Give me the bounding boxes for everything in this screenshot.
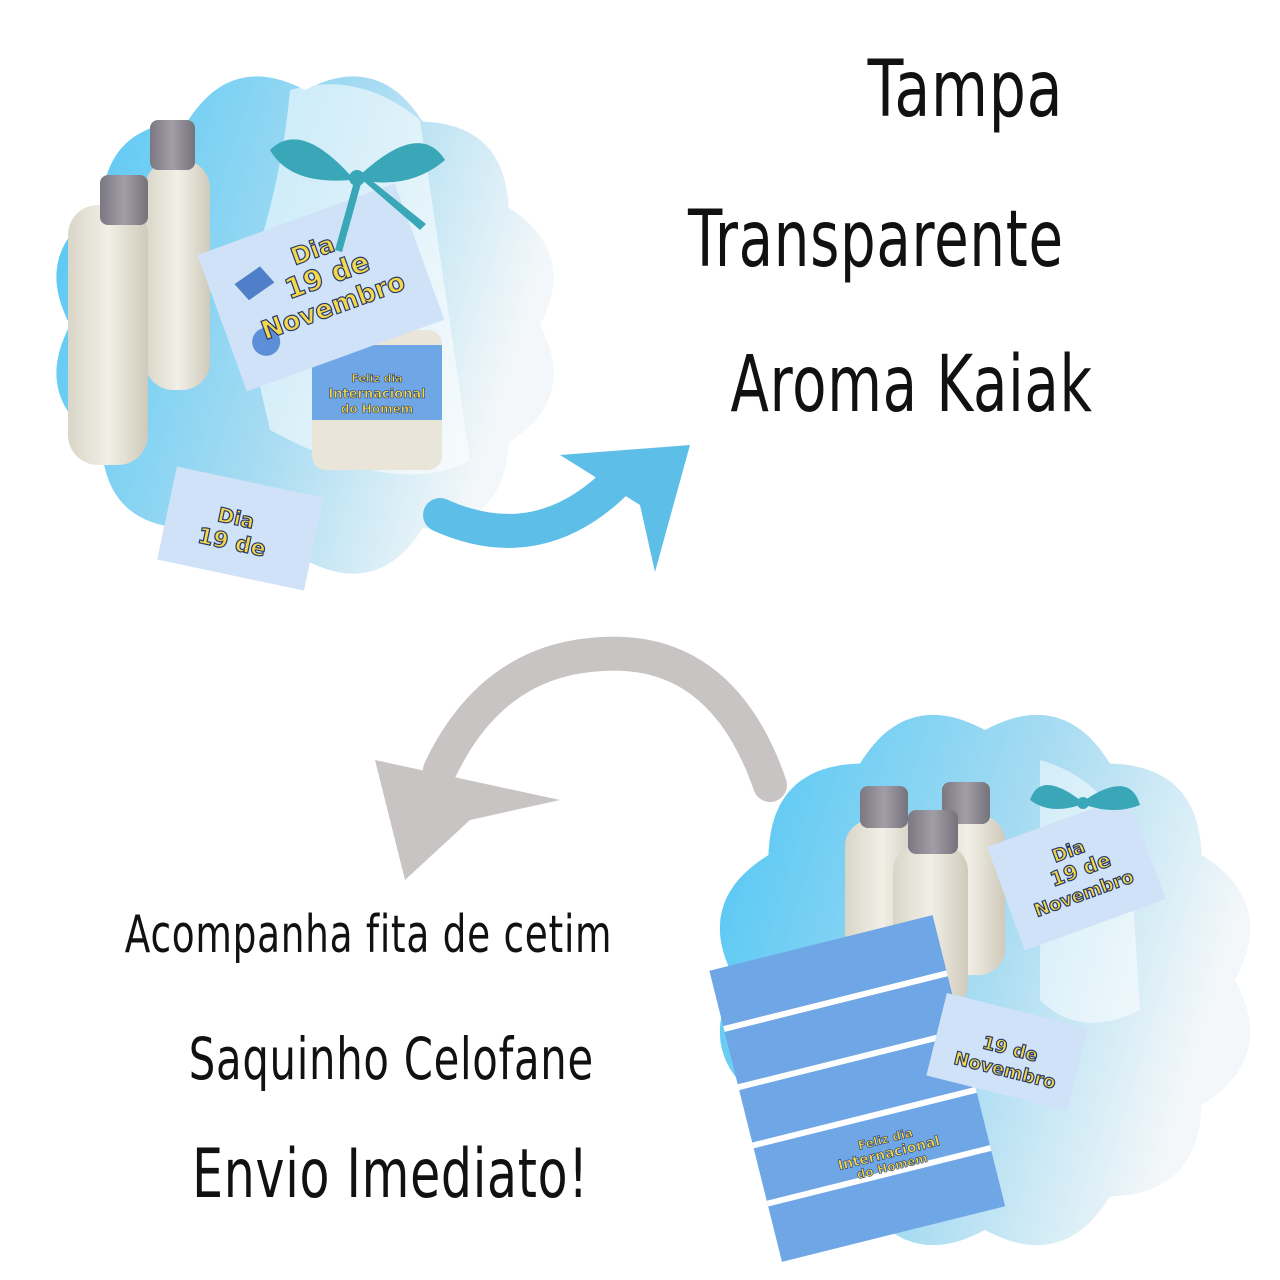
label-sticker-sheet: Feliz dia Internacional do Homem bbox=[709, 915, 1006, 1262]
label-text: Feliz dia bbox=[351, 372, 402, 385]
arrow-right-icon bbox=[423, 445, 690, 572]
title-line-2: Transparente bbox=[688, 195, 1064, 285]
product-photo-top: Feliz dia Internacional do Homem Dia 19 … bbox=[68, 84, 470, 591]
bottle bbox=[68, 175, 148, 465]
feature-line-bag: Saquinho Celofane bbox=[188, 1025, 594, 1093]
label-text: Internacional bbox=[328, 387, 425, 402]
product-photo-bottom: Dia 19 de Novembro Feliz dia Internacion… bbox=[709, 760, 1166, 1262]
title-line-3: Aroma Kaiak bbox=[730, 340, 1093, 430]
gift-tag-loose: Dia 19 de bbox=[157, 466, 324, 591]
feature-line-shipping: Envio Imediato! bbox=[192, 1135, 589, 1214]
satin-ribbon bbox=[270, 139, 445, 252]
gift-tag: Dia 19 de Novembro bbox=[987, 795, 1166, 951]
satin-ribbon bbox=[1030, 785, 1140, 810]
feature-line-ribbon: Acompanha fita de cetim bbox=[124, 905, 613, 965]
bottle bbox=[145, 120, 210, 390]
gift-tag: Dia 19 de Novembro bbox=[197, 183, 445, 392]
arrow-left-icon bbox=[375, 636, 787, 880]
title-line-1: Tampa bbox=[867, 45, 1064, 135]
label-text: do Homem bbox=[341, 402, 413, 416]
